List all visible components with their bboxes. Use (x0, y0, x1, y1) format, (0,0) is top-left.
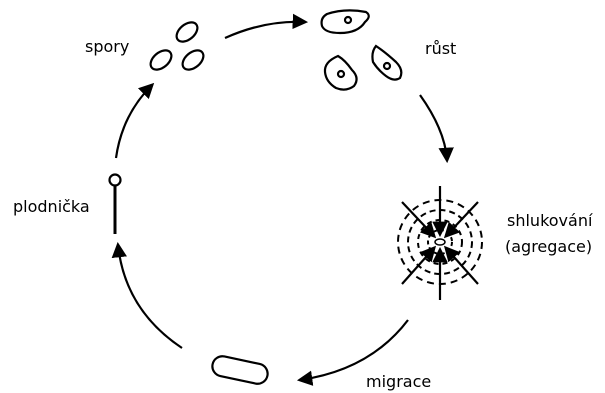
label-fruiting-body: plodnička (13, 197, 90, 216)
arrow-growth-to-aggregation (420, 95, 447, 160)
arrow-fruiting-body-to-spores (116, 85, 152, 158)
label-migration: migrace (366, 372, 431, 391)
arrow-migration-to-fruiting-body (118, 245, 182, 348)
slug-icon (211, 354, 270, 385)
arrow-aggregation-to-migration (300, 320, 408, 380)
fruiting-body-icon (110, 175, 121, 235)
amoeba-cells-icon (322, 10, 402, 89)
aggregation-center-icon (398, 186, 482, 300)
spores-icon (147, 19, 207, 74)
arrow-spores-to-growth (225, 22, 305, 38)
label-aggregation: shlukování (507, 211, 593, 230)
label-growth: růst (425, 39, 456, 58)
label-spores: spory (85, 37, 129, 56)
label-aggregation-alt: (agregace) (505, 237, 592, 256)
